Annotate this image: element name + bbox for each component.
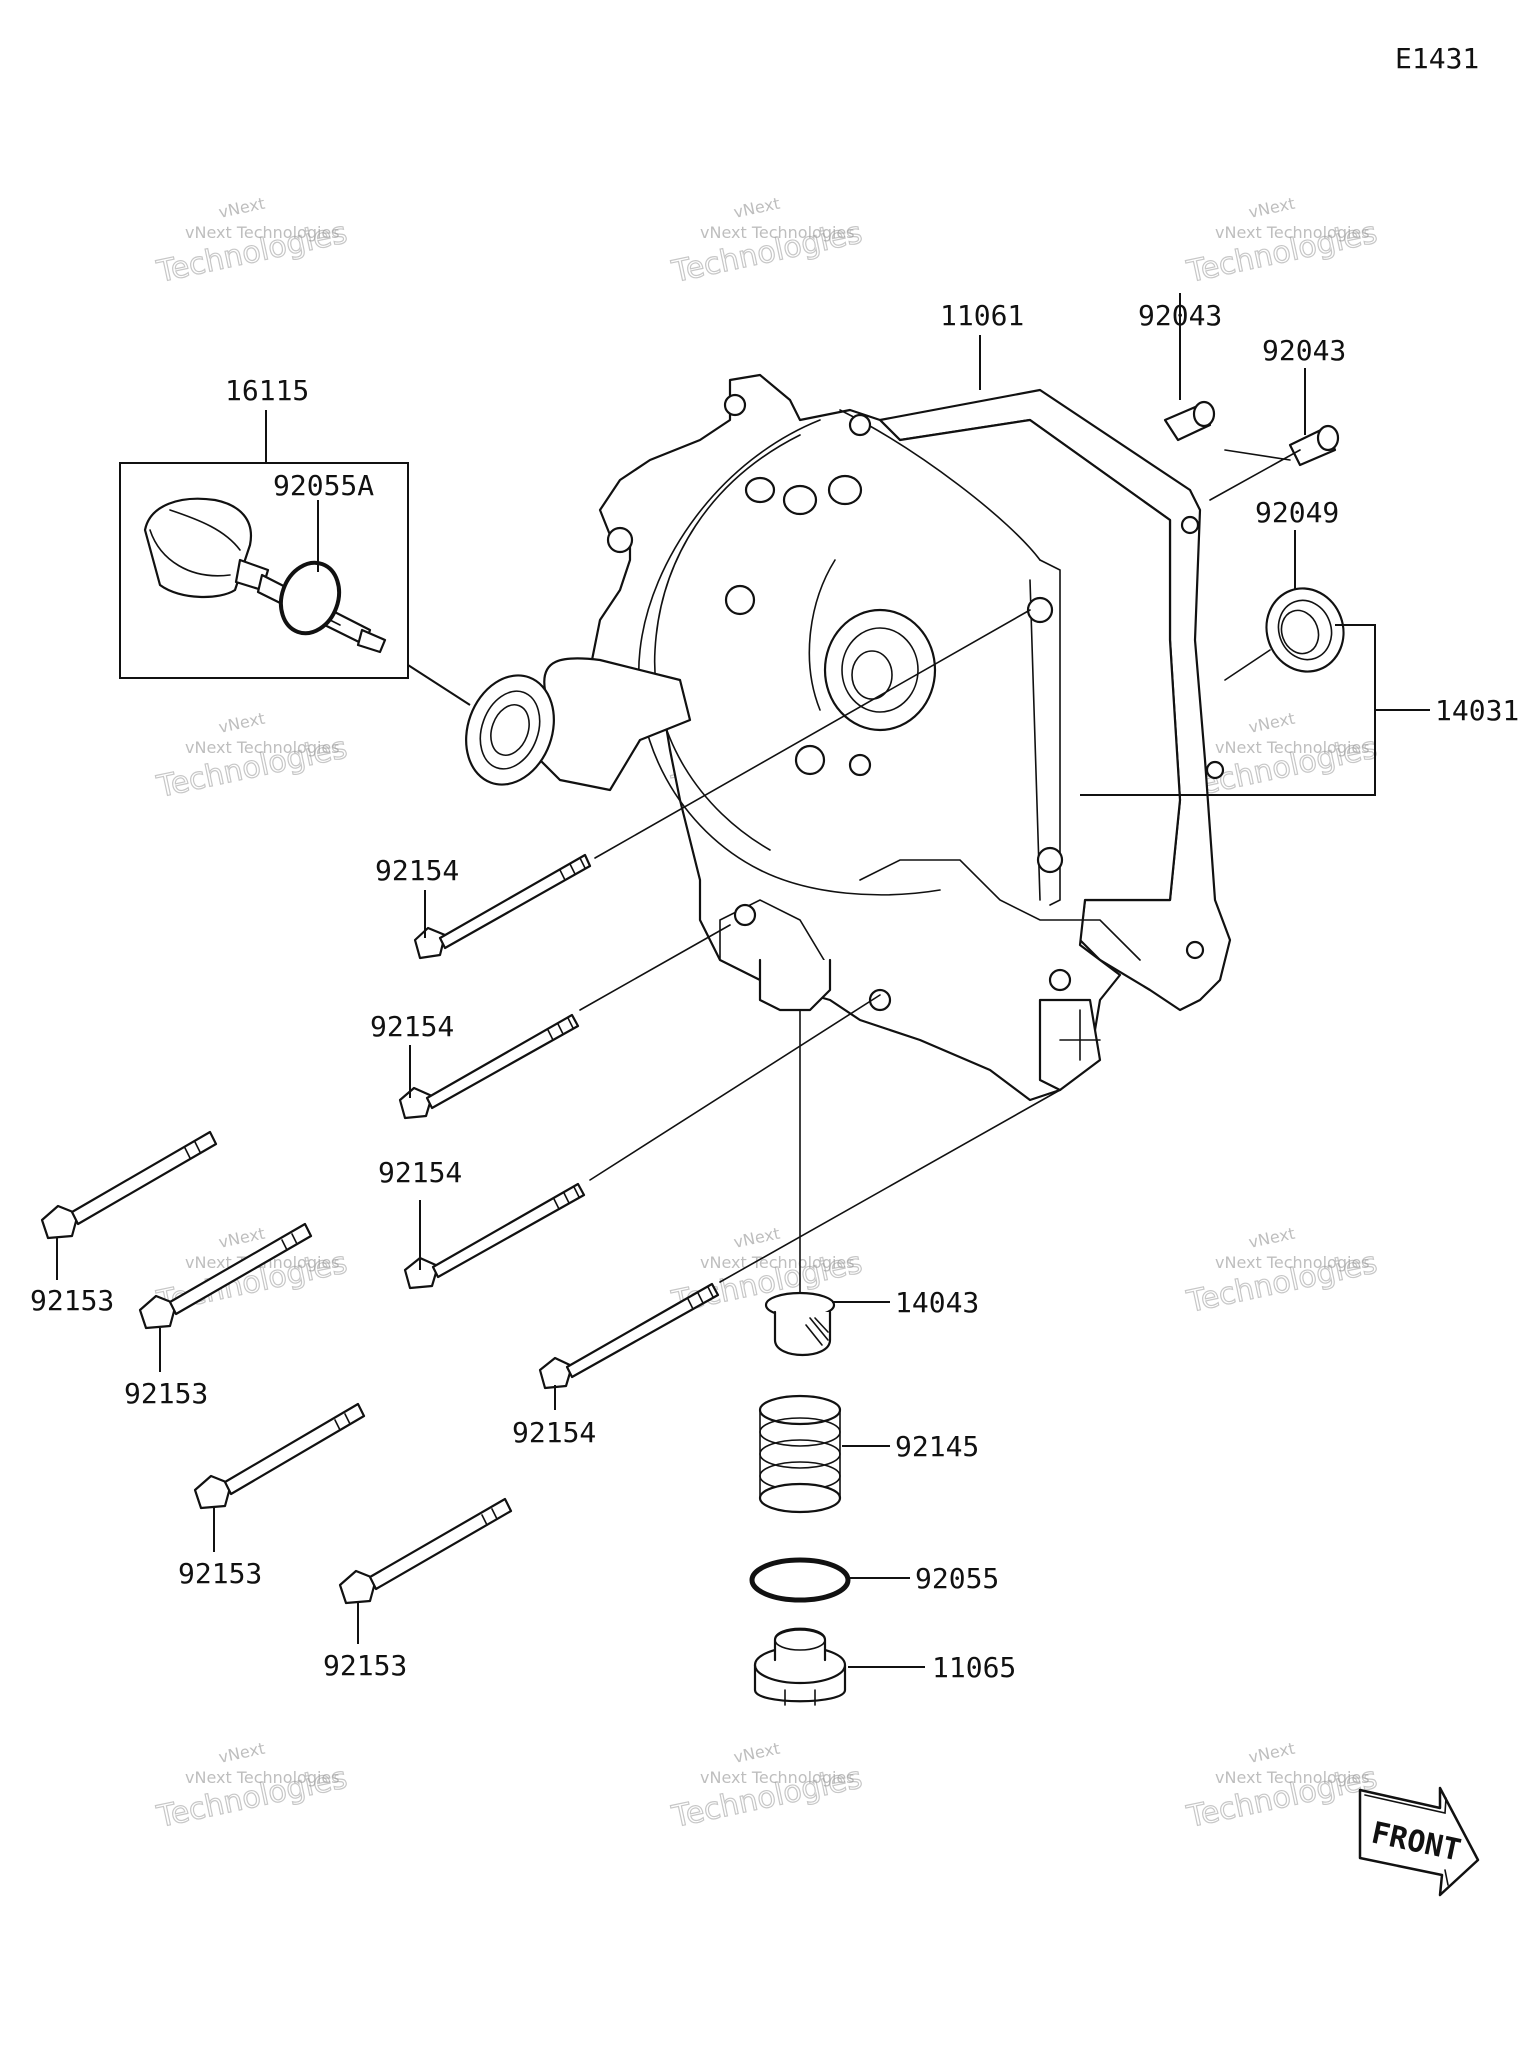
label-92154-b: 92154 — [370, 1010, 454, 1043]
label-92153-a: 92153 — [30, 1284, 114, 1317]
label-92043-a: 92043 — [1138, 299, 1222, 332]
bolt-92153-a[interactable] — [40, 1130, 218, 1240]
svg-text:vNext Technologies: vNext Technologies — [185, 738, 340, 757]
diagram-id: E1431 — [1395, 42, 1479, 75]
svg-text:vNext: vNext — [1247, 1224, 1297, 1252]
label-92153-d: 92153 — [323, 1649, 407, 1682]
label-92049: 92049 — [1255, 496, 1339, 529]
bolt-92153-d[interactable] — [338, 1497, 513, 1605]
watermark: vNext vNext Technologies Technologies — [153, 194, 351, 291]
watermark: vNext vNext Technologies Technologies — [153, 1739, 351, 1836]
bolt-92154-c[interactable] — [403, 1182, 586, 1290]
crankcase-cover-11061[interactable] — [451, 373, 1232, 1102]
svg-text:vNext: vNext — [217, 1224, 267, 1252]
bolt-92153-c[interactable] — [193, 1402, 366, 1510]
o-ring-92055[interactable] — [749, 1557, 851, 1603]
svg-text:vNext: vNext — [217, 709, 267, 737]
dowel-pin-92043-b[interactable] — [1288, 424, 1340, 467]
bolt-92154-d[interactable] — [538, 1282, 720, 1390]
label-14031: 14031 — [1435, 694, 1519, 727]
bolt-92154-b[interactable] — [398, 1013, 580, 1120]
svg-text:vNext: vNext — [732, 194, 782, 222]
dowel-pin-92043-a[interactable] — [1163, 400, 1216, 442]
label-14043: 14043 — [895, 1286, 979, 1319]
watermark: vNext vNext Technologies Technologies — [668, 1739, 866, 1836]
label-92154-c: 92154 — [378, 1156, 462, 1189]
watermark: vNext vNext Technologies Technologies — [1183, 1739, 1381, 1836]
label-92153-c: 92153 — [178, 1557, 262, 1590]
svg-text:vNext: vNext — [1247, 194, 1297, 222]
leader-lines — [56, 293, 1430, 1668]
oil-seal-92049[interactable] — [1255, 578, 1355, 683]
watermark: vNext vNext Technologies Technologies — [1183, 1224, 1381, 1321]
svg-text:vNext: vNext — [217, 194, 267, 222]
svg-text:vNext Technologies: vNext Technologies — [1215, 223, 1370, 242]
label-92154-a: 92154 — [375, 854, 459, 887]
label-92145: 92145 — [895, 1430, 979, 1463]
o-ring-92055A[interactable] — [271, 555, 348, 642]
watermark: vNext vNext Technologies Technologies — [1183, 709, 1381, 806]
svg-text:vNext: vNext — [217, 1739, 267, 1767]
oil-strainer-14043[interactable] — [764, 1291, 836, 1357]
svg-text:vNext Technologies: vNext Technologies — [185, 223, 340, 242]
watermark: vNext vNext Technologies Technologies — [668, 194, 866, 291]
svg-text:vNext: vNext — [732, 1739, 782, 1767]
svg-text:vNext: vNext — [1247, 1739, 1297, 1767]
label-92055A: 92055A — [273, 469, 374, 502]
svg-text:vNext: vNext — [1247, 709, 1297, 737]
label-92055: 92055 — [915, 1562, 999, 1595]
watermark: vNext vNext Technologies Technologies — [153, 709, 351, 806]
bolt-92154-a[interactable] — [413, 853, 592, 960]
spring-92145[interactable] — [758, 1394, 842, 1514]
front-arrow-icon: FRONT — [1358, 1786, 1480, 1897]
label-16115: 16115 — [225, 374, 309, 407]
svg-text:vNext Technologies: vNext Technologies — [700, 1768, 855, 1787]
bolt-92153-b[interactable] — [138, 1222, 313, 1330]
svg-text:vNext Technologies: vNext Technologies — [1215, 1768, 1370, 1787]
label-92043-b: 92043 — [1262, 334, 1346, 367]
label-92154-d: 92154 — [512, 1416, 596, 1449]
svg-text:vNext Technologies: vNext Technologies — [1215, 738, 1370, 757]
label-11061: 11061 — [940, 299, 1024, 332]
watermark: vNext vNext Technologies Technologies — [1183, 194, 1381, 291]
svg-text:vNext Technologies: vNext Technologies — [700, 1253, 855, 1272]
part-labels: 11061 92043 92043 92049 14031 16115 9205… — [30, 299, 1519, 1684]
svg-text:vNext Technologies: vNext Technologies — [185, 1768, 340, 1787]
drain-plug-11065[interactable] — [753, 1627, 847, 1706]
label-92153-b: 92153 — [124, 1377, 208, 1410]
svg-text:vNext Technologies: vNext Technologies — [700, 223, 855, 242]
svg-text:vNext: vNext — [732, 1224, 782, 1252]
label-11065: 11065 — [932, 1651, 1016, 1684]
svg-text:vNext Technologies: vNext Technologies — [1215, 1253, 1370, 1272]
